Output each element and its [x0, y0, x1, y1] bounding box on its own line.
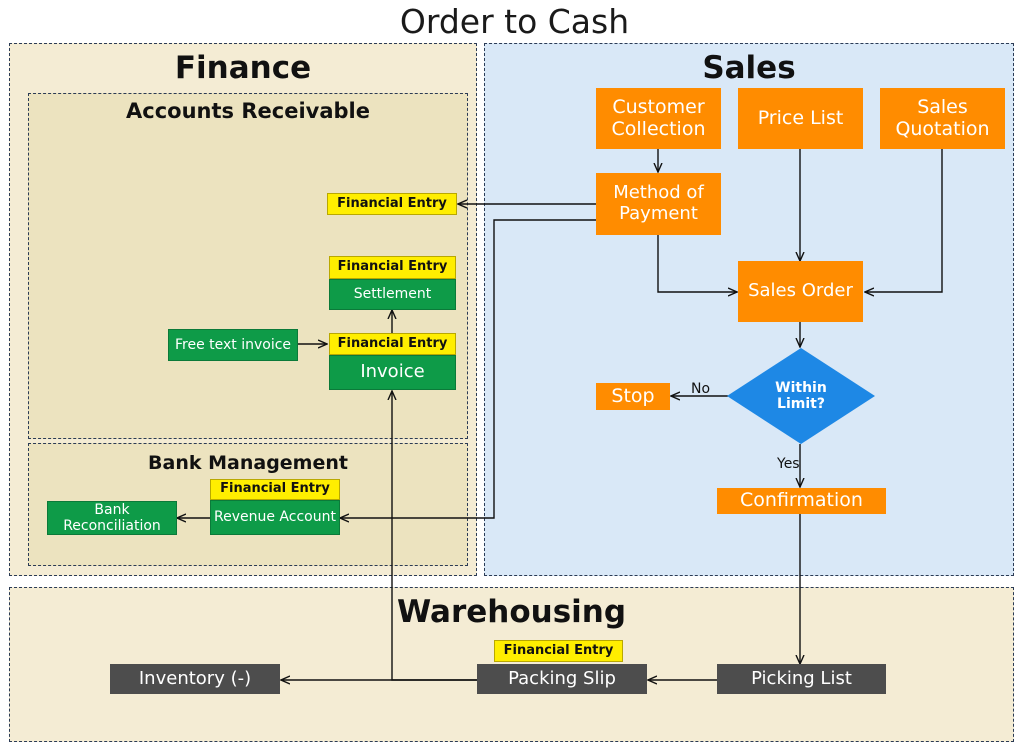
revenue-account-box: Revenue Account	[210, 500, 340, 535]
price-list-box: Price List	[738, 88, 863, 149]
within-limit-label: Within Limit?	[775, 379, 827, 412]
packing-to-invoice-arrow	[392, 391, 477, 681]
confirmation-box: Confirmation	[717, 488, 886, 514]
packing-slip-box: Packing Slip	[477, 664, 647, 694]
bank-reconciliation-box: Bank Reconciliation	[47, 501, 177, 535]
picking-list-box: Picking List	[717, 664, 886, 694]
stop-box: Stop	[596, 383, 670, 410]
invoice-financial-entry-box: Financial Entry	[329, 333, 456, 355]
yes-label: Yes	[777, 456, 800, 472]
free-text-invoice-box: Free text invoice	[168, 329, 298, 361]
inventory-box: Inventory (-)	[110, 664, 280, 694]
warehousing-region-title: Warehousing	[396, 594, 627, 630]
sales-quotation-box: Sales Quotation	[880, 88, 1005, 149]
payment-to-revenue-arrow	[340, 219, 596, 518]
invoice-box: Invoice	[329, 355, 456, 390]
sales-region-title: Sales	[702, 50, 796, 86]
customer-collection-box: Customer Collection	[596, 88, 721, 149]
ar-financial-entry-box: Financial Entry	[327, 193, 457, 215]
within-limit-diamond	[727, 348, 875, 444]
method-of-payment-box: Method of Payment	[596, 173, 721, 235]
settlement-financial-entry-box: Financial Entry	[329, 256, 456, 279]
bank-financial-entry-box: Financial Entry	[210, 479, 340, 500]
payment-to-order-arrow	[657, 235, 737, 292]
accounts-receivable-title: Accounts Receivable	[126, 99, 370, 123]
finance-region-title: Finance	[174, 50, 312, 86]
no-label: No	[691, 381, 711, 397]
bank-management-title: Bank Management	[148, 452, 348, 474]
page-title: Order to Cash	[399, 2, 630, 41]
packing-financial-entry-box: Financial Entry	[494, 640, 623, 662]
quotation-to-order-arrow	[865, 149, 943, 292]
settlement-box: Settlement	[329, 279, 456, 310]
sales-order-box: Sales Order	[738, 261, 863, 322]
